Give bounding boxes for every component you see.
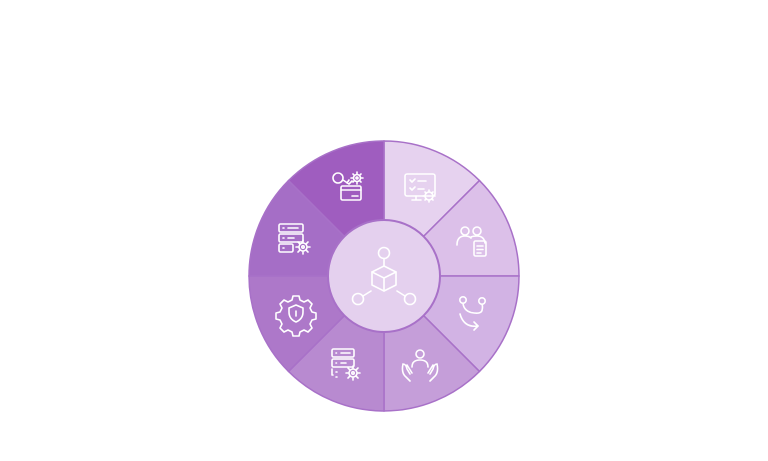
key-credit-card-icon [332, 171, 364, 201]
center-hub[interactable] [327, 219, 441, 333]
server-gear-icon [331, 348, 361, 381]
users-document-icon [456, 226, 487, 257]
server-settings-icon [278, 223, 311, 255]
network-cube-icon [351, 246, 417, 306]
workflow-path-icon [459, 296, 487, 331]
checklist-monitor-gear-icon [404, 173, 436, 203]
gear-shield-icon [275, 295, 317, 337]
hands-person-icon [401, 349, 439, 382]
